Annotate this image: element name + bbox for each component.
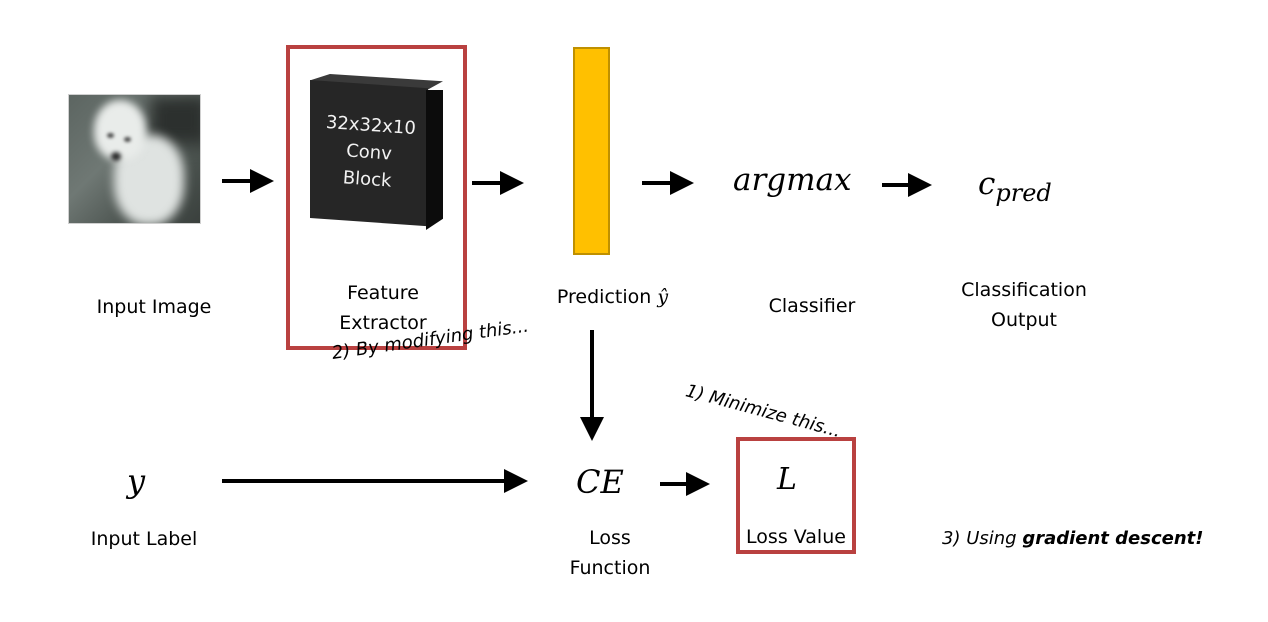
classifier-label: Classifier: [768, 295, 856, 317]
feature-extractor-label-line: Extractor: [339, 312, 427, 334]
loss-value-highlight: [736, 437, 856, 554]
feature-extractor-label-line: Feature: [347, 282, 419, 304]
input-image-label: Input Image: [96, 296, 212, 318]
dog-head: [94, 100, 146, 160]
input-label-label: Input Label: [90, 528, 198, 550]
y-symbol: y: [127, 462, 146, 500]
classification-output-label-line: Output: [991, 309, 1057, 331]
feature-extractor-label: Feature Extractor: [313, 278, 453, 338]
c-symbol: c: [978, 166, 996, 202]
feature-extractor-highlight: [286, 45, 467, 350]
l-symbol: L: [777, 462, 797, 497]
prediction-label: Prediction ŷ: [540, 282, 685, 312]
dog-nose: [111, 152, 121, 161]
annotation-step3-bold: gradient descent!: [1022, 528, 1204, 549]
y-hat-symbol: ŷ: [657, 286, 669, 308]
annotation-step3: 3) Using gradient descent!: [942, 528, 1203, 549]
prediction-vector-bar: [573, 47, 610, 255]
loss-value-label: Loss Value: [746, 526, 846, 548]
conv-block-text: 32x32x10 Conv Block: [307, 108, 430, 197]
annotation-step3-prefix: 3) Using: [942, 528, 1023, 549]
loss-function-label-line: Loss: [589, 527, 631, 549]
pred-subscript: pred: [995, 179, 1052, 208]
input-image: [68, 94, 201, 224]
classification-output-label: Classification Output: [944, 275, 1104, 335]
ce-symbol: CE: [576, 463, 624, 501]
dog-eye: [124, 137, 131, 142]
dog-eye: [107, 133, 114, 138]
c-pred-symbol: cpred: [978, 166, 1052, 207]
conv-block-side-face: [426, 90, 443, 230]
loss-function-label-line: Function: [569, 557, 651, 579]
loss-function-label: Loss Function: [555, 523, 665, 583]
prediction-label-text: Prediction: [556, 286, 652, 308]
classification-output-label-line: Classification: [961, 279, 1087, 301]
argmax-symbol: argmax: [733, 162, 852, 198]
